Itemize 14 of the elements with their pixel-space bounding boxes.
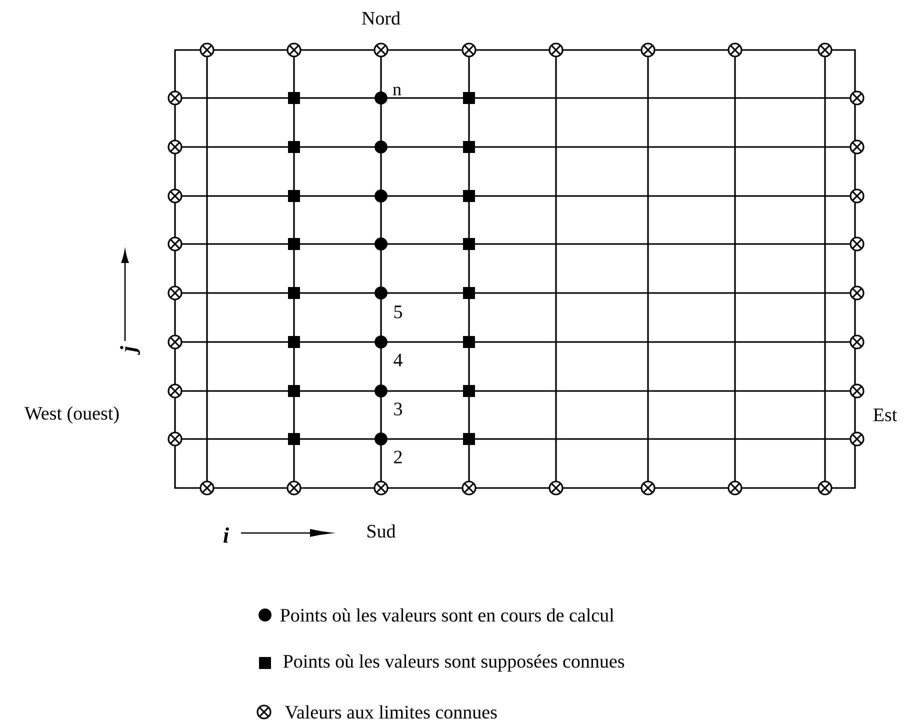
legend-text: Points où les valeurs sont en cours de calcul	[280, 608, 614, 622]
axis-label: i	[224, 527, 229, 543]
legend-text: Points où les valeurs sont supposées connues	[283, 654, 624, 672]
node-index-label: 4	[394, 354, 402, 366]
axis-label: j	[120, 346, 140, 355]
node-index-label: 5	[394, 306, 402, 318]
compass-label: Nord	[362, 11, 400, 25]
compass-label: Est	[873, 408, 898, 422]
node-index-label: n	[392, 86, 402, 96]
node-index-label: 2	[394, 450, 402, 464]
compass-label: West (ouest)	[24, 406, 119, 424]
compass-label: Sud	[368, 524, 396, 538]
node-index-label: 3	[394, 402, 402, 416]
legend-text: Valeurs aux limites connues	[285, 705, 497, 719]
